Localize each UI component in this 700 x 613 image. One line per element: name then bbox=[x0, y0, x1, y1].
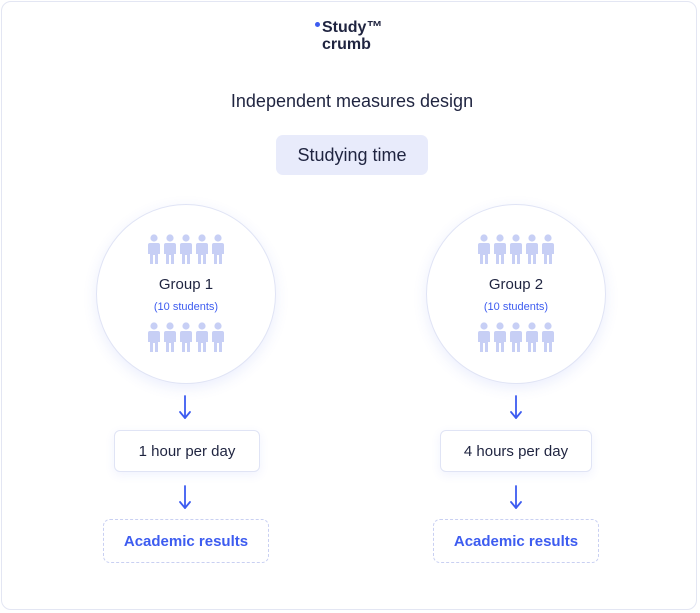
person-icon bbox=[164, 234, 176, 264]
person-icon bbox=[148, 234, 160, 264]
group-1-label: Group 1 bbox=[158, 276, 214, 293]
group-1-outcome-box: Academic results bbox=[103, 519, 269, 563]
group-2-people-bottom bbox=[478, 322, 554, 353]
person-icon bbox=[526, 234, 538, 264]
logo-line-1: Study™ bbox=[322, 19, 383, 36]
person-icon bbox=[526, 322, 538, 352]
group-1-people-top bbox=[148, 234, 224, 265]
diagram-title: Independent measures design bbox=[230, 91, 474, 111]
arrow-down-icon bbox=[179, 485, 191, 509]
arrow-down-icon bbox=[510, 485, 522, 509]
logo-dot-icon bbox=[315, 22, 320, 27]
person-icon bbox=[542, 234, 554, 264]
group-2-size-note: (10 students) bbox=[483, 301, 549, 313]
person-icon bbox=[212, 234, 224, 264]
independent-variable-tag: Studying time bbox=[276, 135, 428, 175]
group-2-label: Group 2 bbox=[488, 276, 544, 293]
group-2-circle: Group 2 (10 students) bbox=[426, 204, 606, 384]
logo-line-2: crumb bbox=[322, 36, 371, 53]
person-icon bbox=[212, 322, 224, 352]
person-icon bbox=[148, 322, 160, 352]
person-icon bbox=[478, 234, 490, 264]
arrow-down-icon bbox=[179, 395, 191, 419]
person-icon bbox=[510, 234, 522, 264]
person-icon bbox=[542, 322, 554, 352]
person-icon bbox=[510, 322, 522, 352]
group-1-circle: Group 1 (10 students) bbox=[96, 204, 276, 384]
group-2-condition-box: 4 hours per day bbox=[440, 430, 592, 472]
person-icon bbox=[180, 234, 192, 264]
group-2-outcome-box: Academic results bbox=[433, 519, 599, 563]
group-1-size-note: (10 students) bbox=[153, 301, 219, 313]
person-icon bbox=[164, 322, 176, 352]
arrow-down-icon bbox=[510, 395, 522, 419]
person-icon bbox=[196, 322, 208, 352]
person-icon bbox=[494, 322, 506, 352]
group-1-people-bottom bbox=[148, 322, 224, 353]
person-icon bbox=[494, 234, 506, 264]
person-icon bbox=[180, 322, 192, 352]
group-2-people-top bbox=[478, 234, 554, 265]
person-icon bbox=[478, 322, 490, 352]
group-1-condition-box: 1 hour per day bbox=[114, 430, 260, 472]
person-icon bbox=[196, 234, 208, 264]
